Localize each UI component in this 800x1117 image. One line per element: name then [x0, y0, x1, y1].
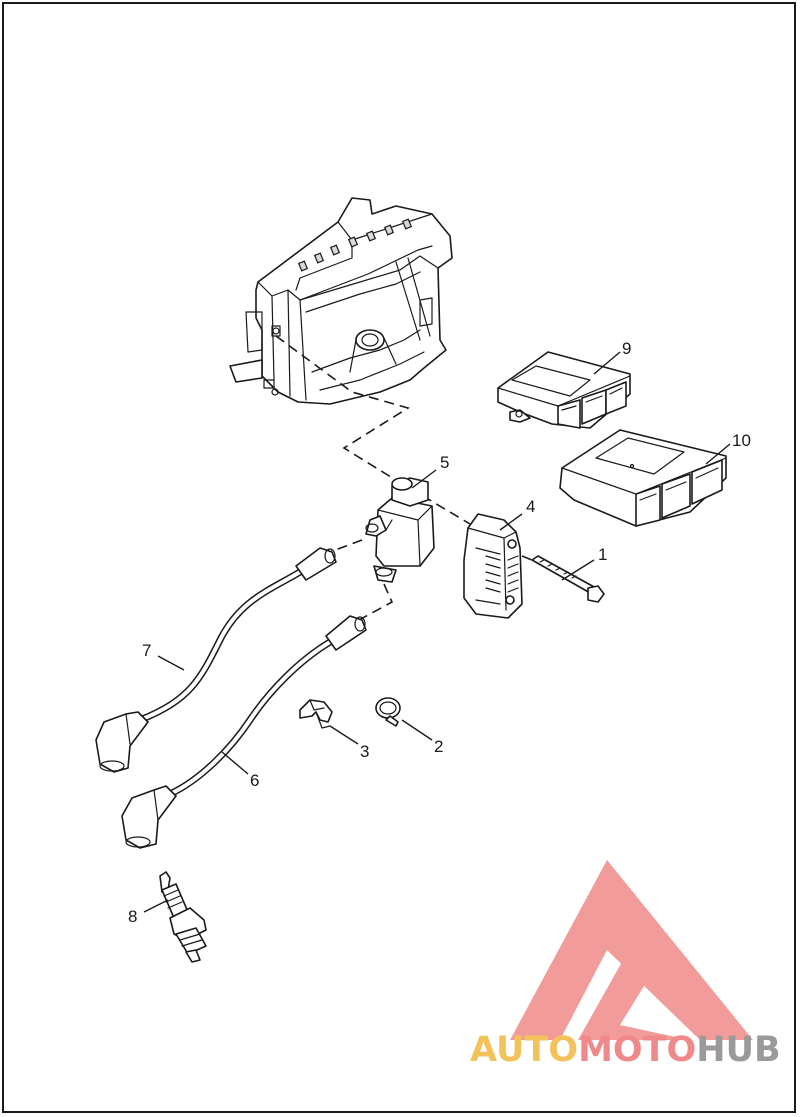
- caddy-ribs: [297, 218, 413, 272]
- leader-7: [157, 655, 185, 671]
- leader-10: [705, 443, 731, 465]
- coil-bracket-4: [463, 513, 523, 619]
- callout-7: 7: [142, 641, 151, 660]
- assembly-line-wire-7: [329, 539, 363, 553]
- callout-6: 6: [250, 771, 259, 790]
- automotohub-wordmark: AUTOMOTOHUB: [470, 1030, 781, 1070]
- leader-2: [401, 719, 433, 741]
- bolt-1: [521, 555, 605, 603]
- spark-plug-wire-7: [95, 547, 337, 773]
- leader-5: [411, 469, 437, 489]
- wordmark-moto: MOTO: [578, 1030, 697, 1070]
- leader-8: [143, 899, 169, 913]
- callout-10: 10: [732, 431, 751, 450]
- assembly-line-bolt: [521, 555, 533, 561]
- logo-inner-stroke: [578, 930, 690, 1040]
- leader-9: [593, 351, 621, 375]
- clamp-2: [375, 697, 401, 727]
- spark-plug-8: [159, 871, 207, 963]
- leader-1: [561, 559, 595, 581]
- automotohub-logo: [510, 860, 753, 1040]
- module-10: [559, 429, 727, 527]
- callout-5: 5: [440, 453, 449, 472]
- wordmark-auto: AUTO: [470, 1030, 579, 1070]
- wordmark-hub: HUB: [696, 1030, 781, 1070]
- leader-3: [329, 725, 359, 745]
- callout-3: 3: [360, 742, 369, 761]
- callout-9: 9: [622, 339, 631, 358]
- clip-3: [299, 699, 333, 729]
- electrical-caddy: [229, 197, 453, 405]
- callout-4: 4: [526, 497, 535, 516]
- spark-plug-wire-6: [121, 615, 367, 849]
- callout-2: 2: [434, 737, 443, 756]
- ignition-coil-5: [365, 477, 435, 583]
- leader-4: [499, 513, 523, 531]
- module-9: [497, 351, 631, 429]
- callout-8: 8: [128, 907, 137, 926]
- bracket-fins: [485, 555, 519, 593]
- callout-1: 1: [598, 545, 607, 564]
- leader-6: [221, 751, 249, 775]
